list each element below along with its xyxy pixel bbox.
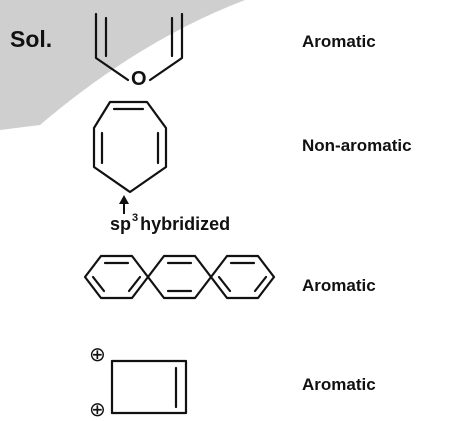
furan-oxygen-atom: O [131,68,147,90]
hybridization-suffix: hybridized [140,214,231,234]
positive-charge-bottom: ⊕ [89,399,106,421]
positive-charge-top: ⊕ [89,344,106,366]
background-swoosh [0,0,245,130]
cycloheptatriene-classification: Non-aromatic [302,136,412,155]
solution-label: Sol. [10,26,53,52]
hybridization-prefix: sp [110,214,132,234]
cyclobutene-dication-classification: Aromatic [302,375,376,394]
anthracene-classification: Aromatic [302,276,376,295]
furan-classification: Aromatic [302,32,376,51]
hybridization-superscript: 3 [132,212,139,224]
